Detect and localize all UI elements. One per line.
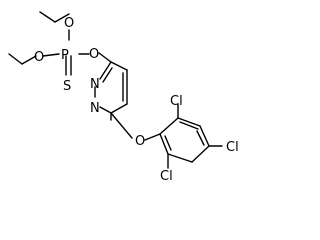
bond <box>110 103 128 114</box>
atom-label-S: S <box>63 79 71 94</box>
bond <box>99 61 112 80</box>
atom-label-Cl1: Cl <box>170 94 183 109</box>
bond <box>164 135 172 151</box>
bond <box>98 52 112 63</box>
atom-label-N1: N <box>90 77 100 92</box>
bond <box>179 121 199 130</box>
bond <box>21 55 37 65</box>
atom-label-Cl2: Cl <box>226 140 239 155</box>
atom-label-Cl3: Cl <box>160 169 173 184</box>
structure-diagram: O O P S O N N O Cl Cl Cl <box>8 11 239 184</box>
bond <box>110 61 128 71</box>
atom-label-O3: O <box>89 47 99 62</box>
atom-label-O2: O <box>34 50 44 65</box>
bond-layer <box>8 11 223 169</box>
bond <box>191 145 210 163</box>
atom-label-O4: O <box>135 134 145 149</box>
atom-label-P: P <box>61 48 69 63</box>
bond <box>102 67 113 83</box>
bond <box>199 125 210 147</box>
bond <box>177 117 201 127</box>
bond <box>99 106 112 114</box>
bond <box>144 133 161 141</box>
bond <box>42 53 60 57</box>
atom-label-N2: N <box>90 101 100 116</box>
bond <box>159 133 169 155</box>
molecule-canvas: O O P S O N N O Cl Cl Cl <box>8 11 239 184</box>
atom-labels: O O P S O N N O Cl Cl Cl <box>34 16 239 184</box>
bond <box>54 13 70 23</box>
bond <box>110 112 133 139</box>
bond <box>39 11 56 23</box>
atom-label-O1: O <box>64 16 74 31</box>
bond <box>159 117 179 135</box>
bond <box>167 153 193 163</box>
bond <box>196 130 205 146</box>
bond <box>8 53 23 65</box>
